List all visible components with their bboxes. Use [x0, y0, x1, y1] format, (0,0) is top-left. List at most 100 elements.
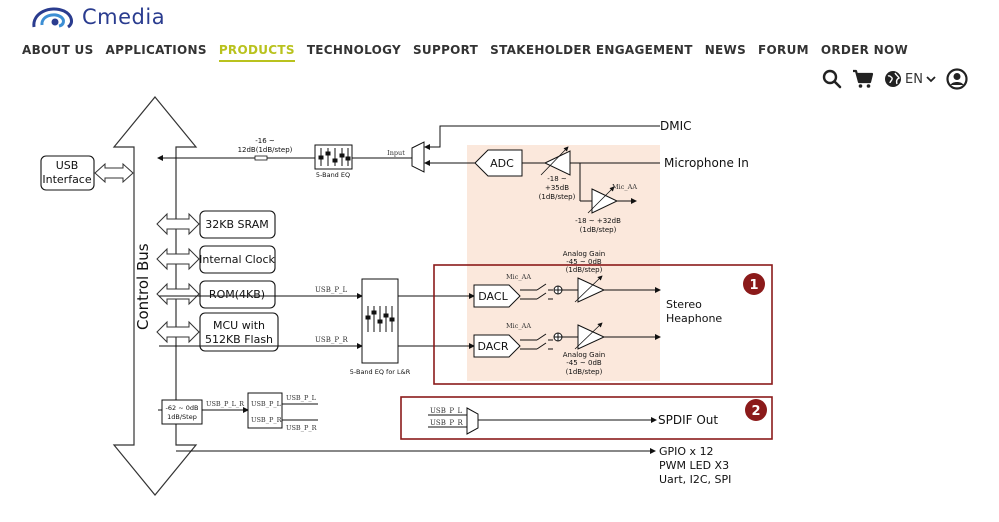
dacr-block — [473, 334, 521, 358]
mic-gain-line2: (1dB/step) — [580, 226, 617, 234]
sram-block — [199, 210, 276, 239]
search-icon — [822, 69, 842, 89]
adc-gain-line3: (1dB/step) — [539, 193, 576, 201]
spdif-section-frame — [400, 396, 773, 440]
volume-line1: -62 ~ 0dB — [166, 404, 199, 412]
analog-gain-top-line1: Analog Gain — [563, 250, 606, 258]
badge-1 — [743, 273, 765, 295]
main-nav: ABOUT US APPLICATIONS PRODUCTS TECHNOLOG… — [22, 43, 908, 62]
spdif-mux — [466, 407, 479, 435]
adc-gain-line1: -18 ~ — [547, 175, 567, 183]
dmic-label: DMIC — [660, 119, 692, 133]
badge-2-label: 2 — [751, 404, 760, 419]
control-bus-label: Control Bus — [134, 243, 152, 330]
eq-lr-label: 5-Band EQ for L&R — [350, 368, 411, 376]
sram-label: 32KB SRAM — [205, 218, 268, 231]
spdif-out-label: SPDIF Out — [658, 413, 718, 427]
spdif-usb-p-l-label: USB_P_L — [430, 407, 463, 415]
analog-gain-bottom-line1: Analog Gain — [563, 351, 606, 359]
nav-products[interactable]: PRODUCTS — [218, 43, 295, 62]
usb-out-l-label: USB_P_L — [286, 394, 317, 402]
user-icon — [946, 68, 968, 90]
right-switch-path — [520, 332, 578, 350]
analog-gain-bottom-line2: -45 ~ 0dB — [566, 359, 602, 367]
memory-arrows — [156, 212, 200, 344]
usb-split-block — [247, 392, 283, 429]
nav-news[interactable]: NEWS — [704, 43, 747, 57]
dacl-block — [473, 284, 521, 308]
top-gain-line2: 12dB(1dB/step) — [238, 146, 293, 154]
logo-text: Cmedia — [82, 5, 166, 29]
search-button[interactable] — [822, 69, 842, 89]
spdif-usb-p-r-label: USB_P_R — [430, 419, 464, 427]
mic-amp-triangle — [591, 188, 619, 214]
dmic-line — [424, 125, 660, 150]
analog-gain-top-line2: -45 ~ 0dB — [566, 258, 602, 266]
chevron-down-icon — [926, 76, 936, 83]
nav-applications[interactable]: APPLICATIONS — [105, 43, 207, 57]
usb-p-l-label: USB_P_L — [315, 286, 348, 294]
right-amp-arrow — [574, 322, 603, 350]
left-amp-triangle — [577, 277, 606, 303]
mic-amp-arrow — [587, 186, 615, 214]
adc-label: ADC — [490, 157, 514, 170]
input-label: Input — [387, 149, 405, 157]
input-mux — [411, 141, 425, 173]
nav-technology[interactable]: TECHNOLOGY — [306, 43, 401, 57]
nav-about-us[interactable]: ABOUT US — [22, 43, 94, 57]
left-amp-arrow — [574, 275, 603, 303]
language-selector[interactable]: EN — [884, 70, 936, 88]
cart-button[interactable] — [852, 69, 874, 89]
control-bus-arrow — [112, 96, 198, 496]
nav-support[interactable]: SUPPORT — [412, 43, 479, 57]
usb-interface-line1: USB — [56, 159, 79, 172]
mcu-block — [199, 312, 279, 352]
mic-aa-label-right: Mic_AA — [506, 322, 531, 330]
dacl-label: DACL — [478, 290, 508, 303]
mic-gain-line1: -18 ~ +32dB — [575, 217, 621, 225]
volume-line2: 1dB/Step — [167, 413, 197, 421]
cmedia-logo[interactable]: Cmedia — [28, 2, 165, 32]
analog-gain-bottom-line3: (1dB/step) — [566, 368, 603, 376]
eq-label: 5-Band EQ — [316, 171, 350, 179]
nav-forum[interactable]: FORUM — [758, 43, 809, 57]
usb-split-l: USB_P_L — [251, 400, 282, 408]
gpio-line3: Uart, I2C, SPI — [659, 473, 731, 486]
top-gain-line1: -16 ~ — [255, 137, 275, 145]
internal-clock-block — [199, 245, 276, 274]
rom-label: ROM(4KB) — [209, 288, 265, 301]
usb-interface-block — [40, 155, 95, 191]
badge-2 — [745, 399, 767, 421]
cmedia-swirl-icon — [32, 7, 73, 29]
microphone-in-label: Microphone In — [664, 156, 749, 170]
usb-split-r: USB_P_R — [251, 416, 283, 424]
volume-block — [161, 399, 203, 425]
cart-icon — [853, 69, 874, 88]
usb-bus-arrow — [94, 162, 134, 184]
usb-interface-line2: Interface — [42, 173, 91, 186]
adc-amp-arrow — [540, 146, 569, 176]
stereo-headphone-line2: Heaphone — [666, 312, 722, 325]
mcu-label-line2: 512KB Flash — [205, 333, 273, 346]
stereo-headphone-line1: Stereo — [666, 298, 702, 311]
analog-gain-top-line3: (1dB/step) — [566, 266, 603, 274]
badge-1-label: 1 — [749, 278, 758, 293]
language-label: EN — [905, 71, 923, 87]
usb-p-r-label: USB_P_R — [315, 336, 349, 344]
globe-icon — [885, 71, 901, 87]
block-diagram: Control Bus USB Interface 32KB SRAM Inte… — [40, 96, 773, 496]
rom-block — [199, 280, 276, 309]
adc-gain-line2: +35dB — [545, 184, 569, 192]
right-amp-triangle — [577, 324, 606, 350]
mcu-label-line1: MCU with — [213, 319, 265, 332]
mic-aa-label-left: Mic_AA — [506, 273, 531, 281]
account-button[interactable] — [946, 68, 968, 90]
gpio-line1: GPIO x 12 — [659, 445, 714, 458]
dacr-label: DACR — [478, 340, 509, 353]
left-switch-path — [520, 283, 578, 300]
headphone-section-frame — [433, 264, 773, 385]
nav-order-now[interactable]: ORDER NOW — [820, 43, 909, 57]
nav-stakeholder-engagement[interactable]: STAKEHOLDER ENGAGEMENT — [490, 43, 693, 57]
top-gain-resistor — [254, 155, 268, 161]
mic-aa-label-top: Mic_AA — [612, 183, 637, 191]
